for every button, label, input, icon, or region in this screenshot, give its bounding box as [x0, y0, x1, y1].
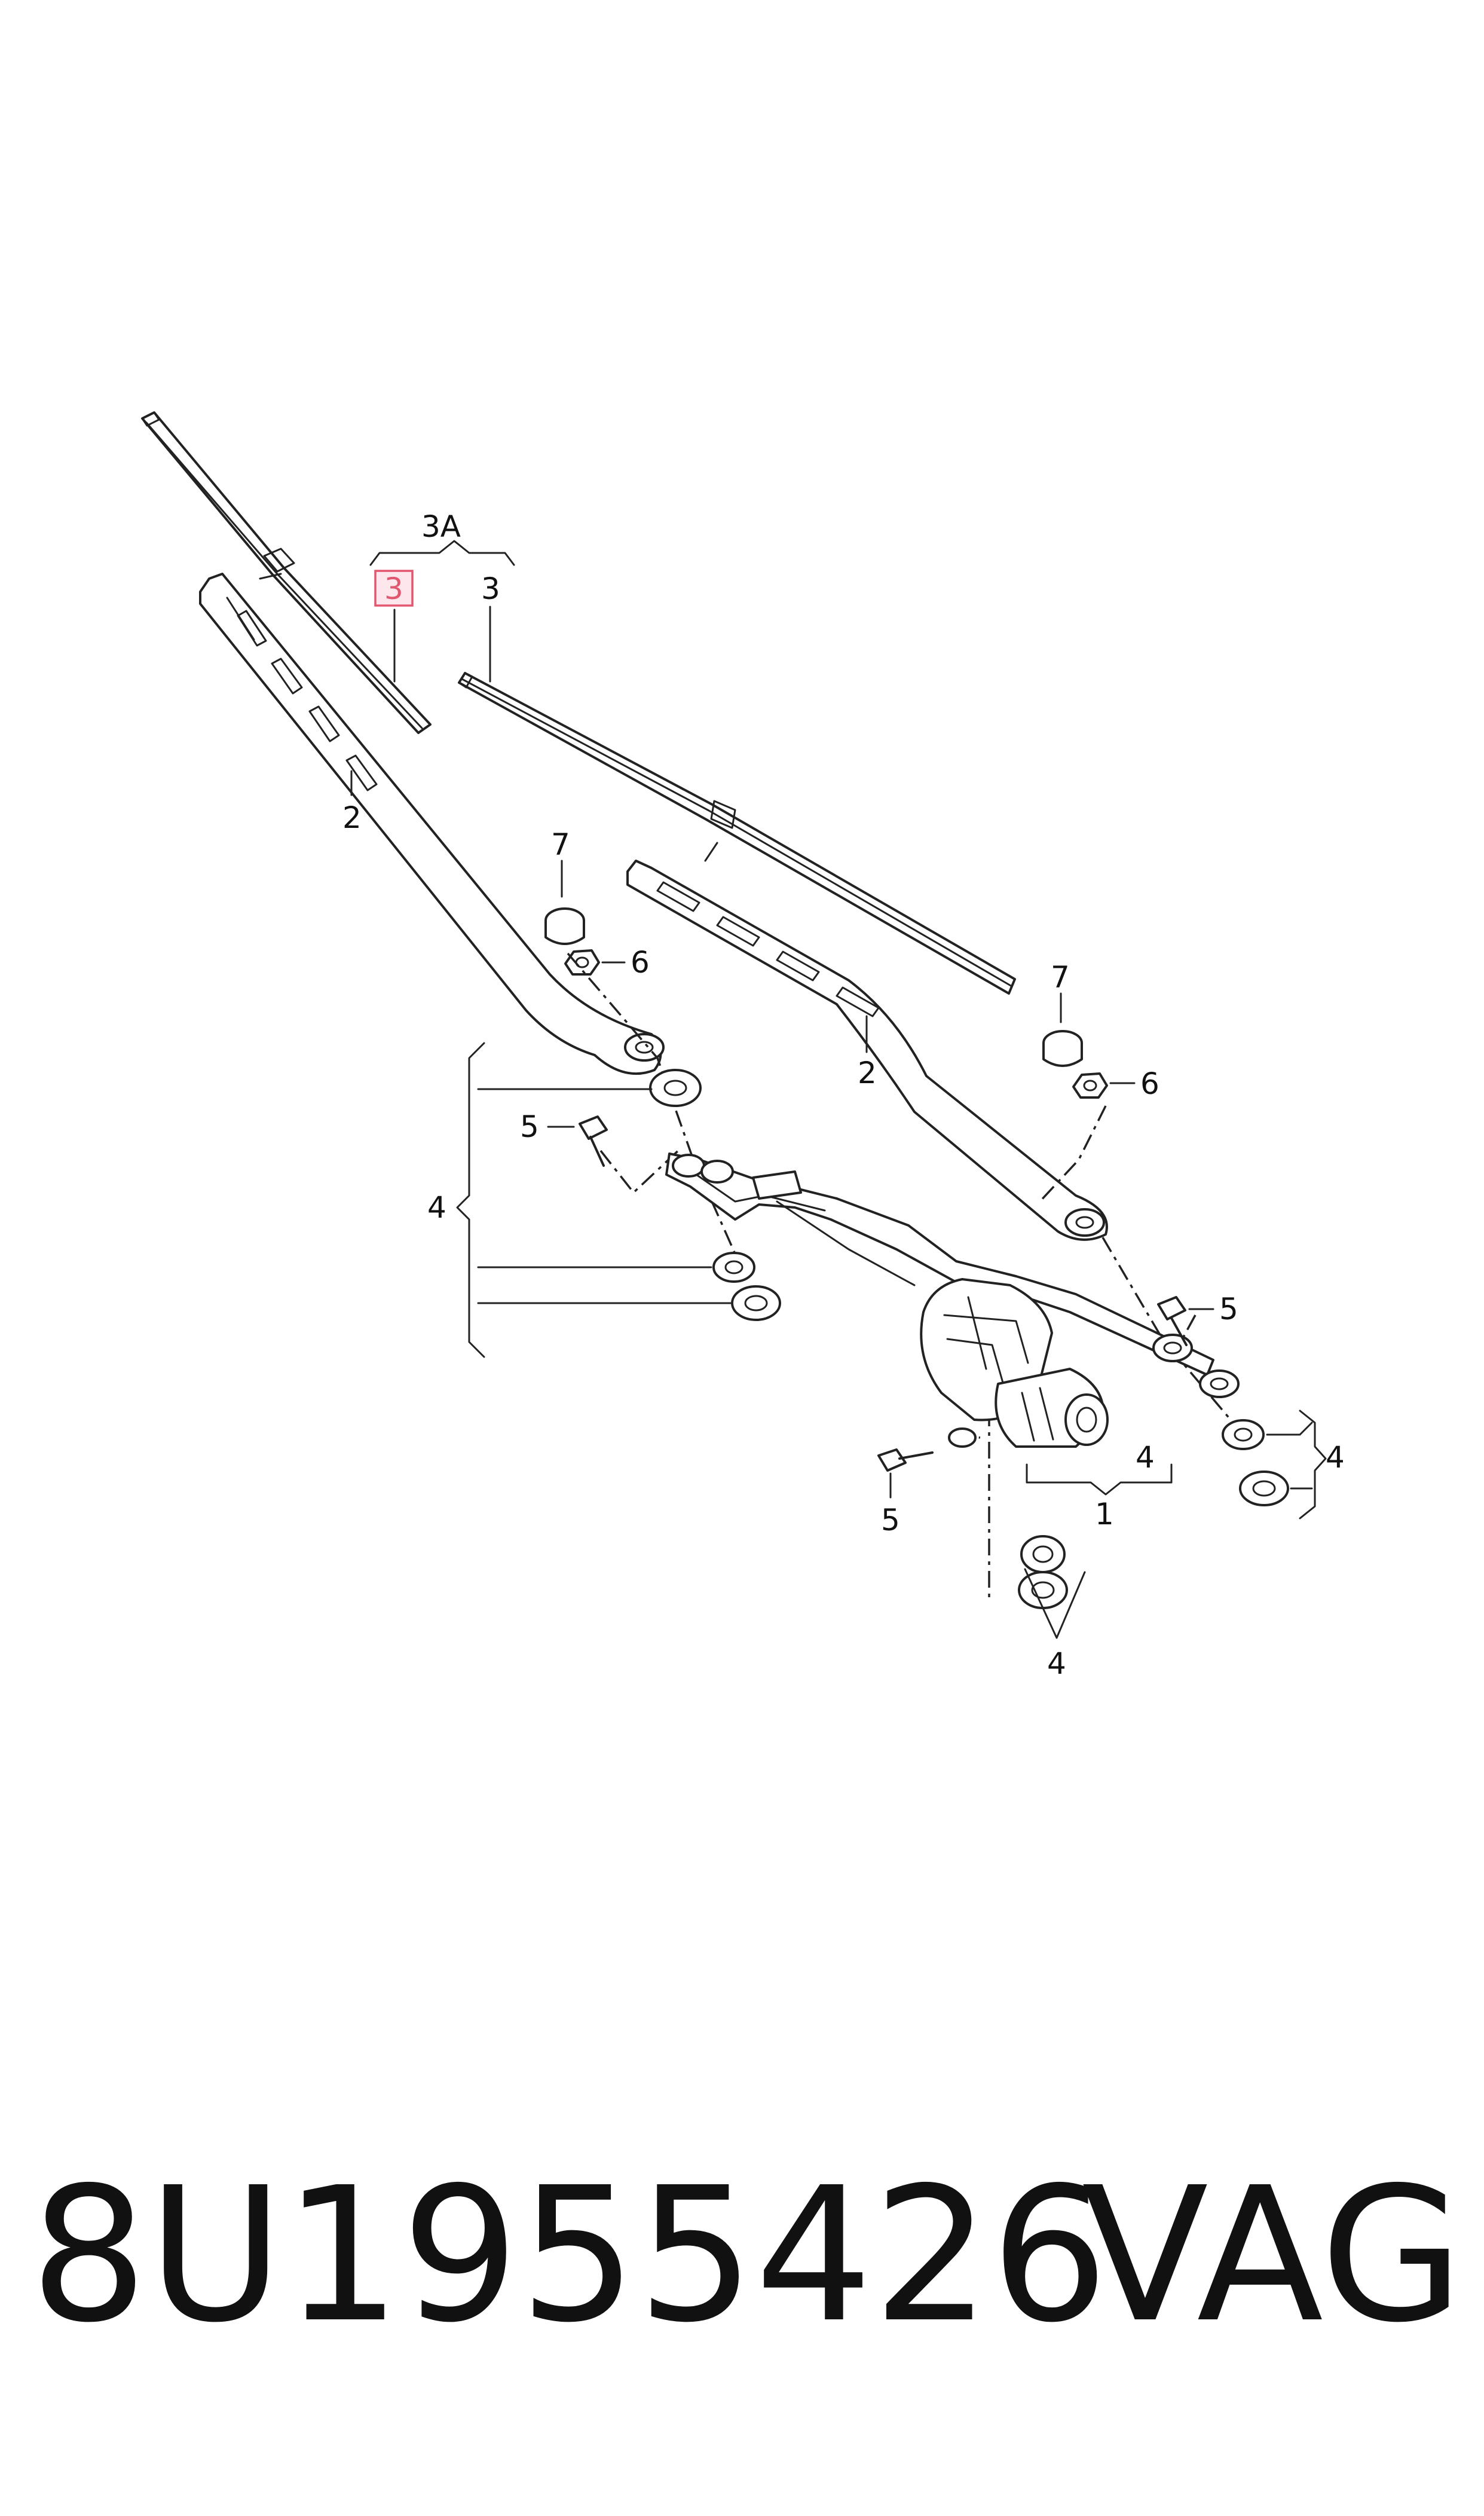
callout-5-right: 5: [1219, 1292, 1238, 1326]
callout-2-right: 2: [858, 1056, 877, 1090]
callout-3a: 3A: [421, 509, 461, 544]
callout-5-left: 5: [520, 1109, 539, 1144]
callout-3-right: 3: [481, 571, 500, 606]
callout-7-right: 7: [1051, 960, 1070, 995]
callout-7-left: 7: [551, 827, 570, 862]
brand-name: VAG: [1082, 2148, 1464, 2364]
callout-4-bottom-group: 4: [1047, 1646, 1066, 1681]
highlight-box-3: [374, 570, 414, 607]
callout-5-bottom: 5: [881, 1503, 900, 1537]
right-wiper-arm: [626, 860, 1108, 1241]
callout-4-left-group: 4: [427, 1190, 446, 1225]
callout-2-left: 2: [342, 800, 362, 835]
callout-3-left-highlighted: 3: [384, 571, 403, 606]
part-number: 8U1955426: [30, 2148, 1109, 2364]
right-bolt: [1157, 1296, 1188, 1346]
linkage-and-motor: [665, 1152, 1240, 1448]
callout-labels: 3A 3 3 2 2 7 6 7 6 5 5 5 4 4 4 4 1: [342, 509, 1345, 1681]
left-bolt: [579, 1115, 608, 1167]
callout-4-center-group: 4: [1136, 1440, 1155, 1475]
callout-4-right-group: 4: [1326, 1440, 1345, 1475]
callout-6-right: 6: [1140, 1066, 1159, 1101]
left-cap: [544, 907, 585, 945]
left-nut: [564, 949, 600, 976]
bottom-bolt: [877, 1427, 977, 1472]
left-grommets: [649, 1069, 781, 1321]
right-grommets: [1222, 1419, 1289, 1506]
right-wiper-blade: [458, 672, 1016, 995]
left-wiper-blade: [141, 411, 432, 734]
right-cap: [1042, 1030, 1083, 1067]
callout-1-linkage: 1: [1095, 1497, 1114, 1531]
leader-lines: [259, 540, 1327, 1639]
right-nut: [1072, 1072, 1108, 1099]
left-wiper-arm: [199, 573, 665, 1075]
callout-6-left: 6: [631, 945, 650, 980]
footer: 8U1955426 VAG: [30, 2148, 1464, 2364]
